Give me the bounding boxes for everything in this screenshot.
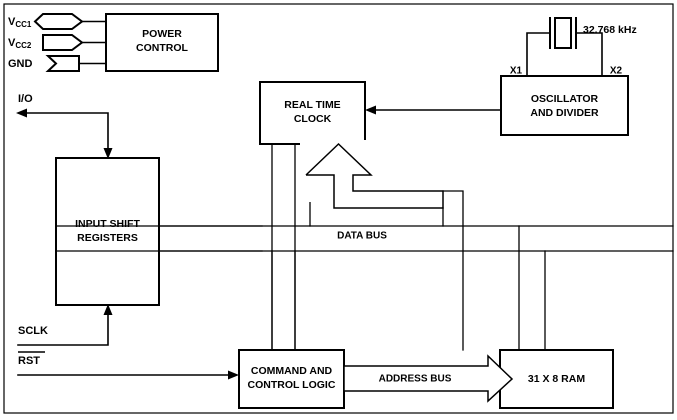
diagram-border [3, 3, 674, 414]
pin-sclk[interactable]: SCLK [17, 304, 113, 346]
command-logic-label-line1: COMMAND AND [251, 365, 333, 377]
power-control-label-line2: CONTROL [136, 42, 188, 54]
data-bus-label: DATA BUS [337, 231, 387, 242]
wire-databus-to-command [271, 250, 296, 351]
oscillator-label-line2: AND DIVIDER [530, 107, 599, 119]
crystal-terminal-x2-label: X2 [610, 66, 623, 77]
wire-databus-to-ram [518, 225, 546, 351]
real-time-clock-label-line2: CLOCK [294, 113, 332, 125]
crystal-lead-x1 [526, 32, 551, 77]
crystal-lead-x2 [575, 32, 603, 77]
pin-io[interactable]: I/O [16, 93, 113, 159]
power-control-label-line1: POWER [142, 28, 182, 40]
pin-label-vcc2: VCC2 [8, 37, 32, 50]
sclk-wire [17, 311, 109, 346]
block-ram[interactable]: 31 X 8 RAM [499, 349, 614, 409]
rst-arrowhead-icon [228, 370, 239, 380]
wire-shiftreg-to-databus [158, 225, 263, 252]
pin-label-gnd: GND [8, 58, 33, 70]
block-real-time-clock[interactable]: REAL TIME CLOCK [259, 81, 366, 145]
io-left-arrowhead-icon [16, 108, 27, 118]
input-shift-registers-box [55, 157, 160, 306]
input-shift-registers-label-line1: INPUT SHIFT [75, 218, 140, 230]
crystal-frequency-label: 32.768 kHz [583, 24, 637, 36]
pin-vcc2[interactable]: VCC2 [8, 34, 107, 51]
bus-address: ADDRESS BUS [343, 354, 514, 403]
oscillator-box [500, 75, 629, 136]
pin-label-rst: RST [18, 355, 40, 367]
wire-blockarrow-to-ram [442, 190, 464, 351]
pin-vcc1[interactable]: VCC1 [8, 13, 107, 30]
bus-ram-to-rtc-outline [300, 140, 448, 209]
pin-rst[interactable]: RST [17, 351, 239, 380]
crystal-terminal-x1-label: X1 [510, 66, 523, 77]
oscillator-label-line1: OSCILLATOR [531, 93, 599, 105]
address-bus-arrow-icon [343, 354, 514, 403]
crystal-body-icon [554, 17, 572, 49]
block-oscillator-and-divider[interactable]: OSCILLATOR AND DIVIDER [500, 75, 629, 136]
blockarrow-ram-line-outer [442, 190, 464, 351]
ram-label: 31 X 8 RAM [528, 373, 585, 385]
block-input-shift-registers[interactable]: INPUT SHIFT REGISTERS [55, 157, 160, 306]
address-bus-label: ADDRESS BUS [379, 374, 452, 385]
power-control-box [105, 13, 219, 72]
io-down-arrowhead-icon [103, 148, 113, 159]
pin-gnd[interactable]: GND [8, 55, 107, 72]
block-command-and-control-logic[interactable]: COMMAND AND CONTROL LOGIC [238, 349, 345, 409]
command-logic-label-line2: CONTROL LOGIC [248, 379, 336, 391]
vcc1-pin-hexagon-icon [33, 13, 84, 30]
input-shift-registers-label-line2: REGISTERS [77, 232, 138, 244]
block-power-control[interactable]: POWER CONTROL [105, 13, 219, 72]
io-wire [22, 112, 109, 153]
crystal-group: 32.768 kHz X1 X2 [510, 17, 637, 77]
real-time-clock-box [259, 81, 366, 145]
wire-oscillator-to-rtc [365, 105, 502, 115]
vcc2-pin-arrow-icon [42, 34, 84, 51]
pin-label-vcc1: VCC1 [8, 16, 32, 29]
real-time-clock-label-line1: REAL TIME [284, 99, 340, 111]
oscillator-rtc-arrowhead-icon [365, 105, 376, 115]
sclk-arrowhead-icon [103, 304, 113, 315]
ram-box [499, 349, 614, 409]
ram-rtc-block-arrow-icon [305, 142, 444, 209]
gnd-pin-arrow-icon [45, 55, 80, 72]
pin-label-sclk: SCLK [18, 325, 48, 337]
pin-label-io: I/O [18, 93, 33, 105]
